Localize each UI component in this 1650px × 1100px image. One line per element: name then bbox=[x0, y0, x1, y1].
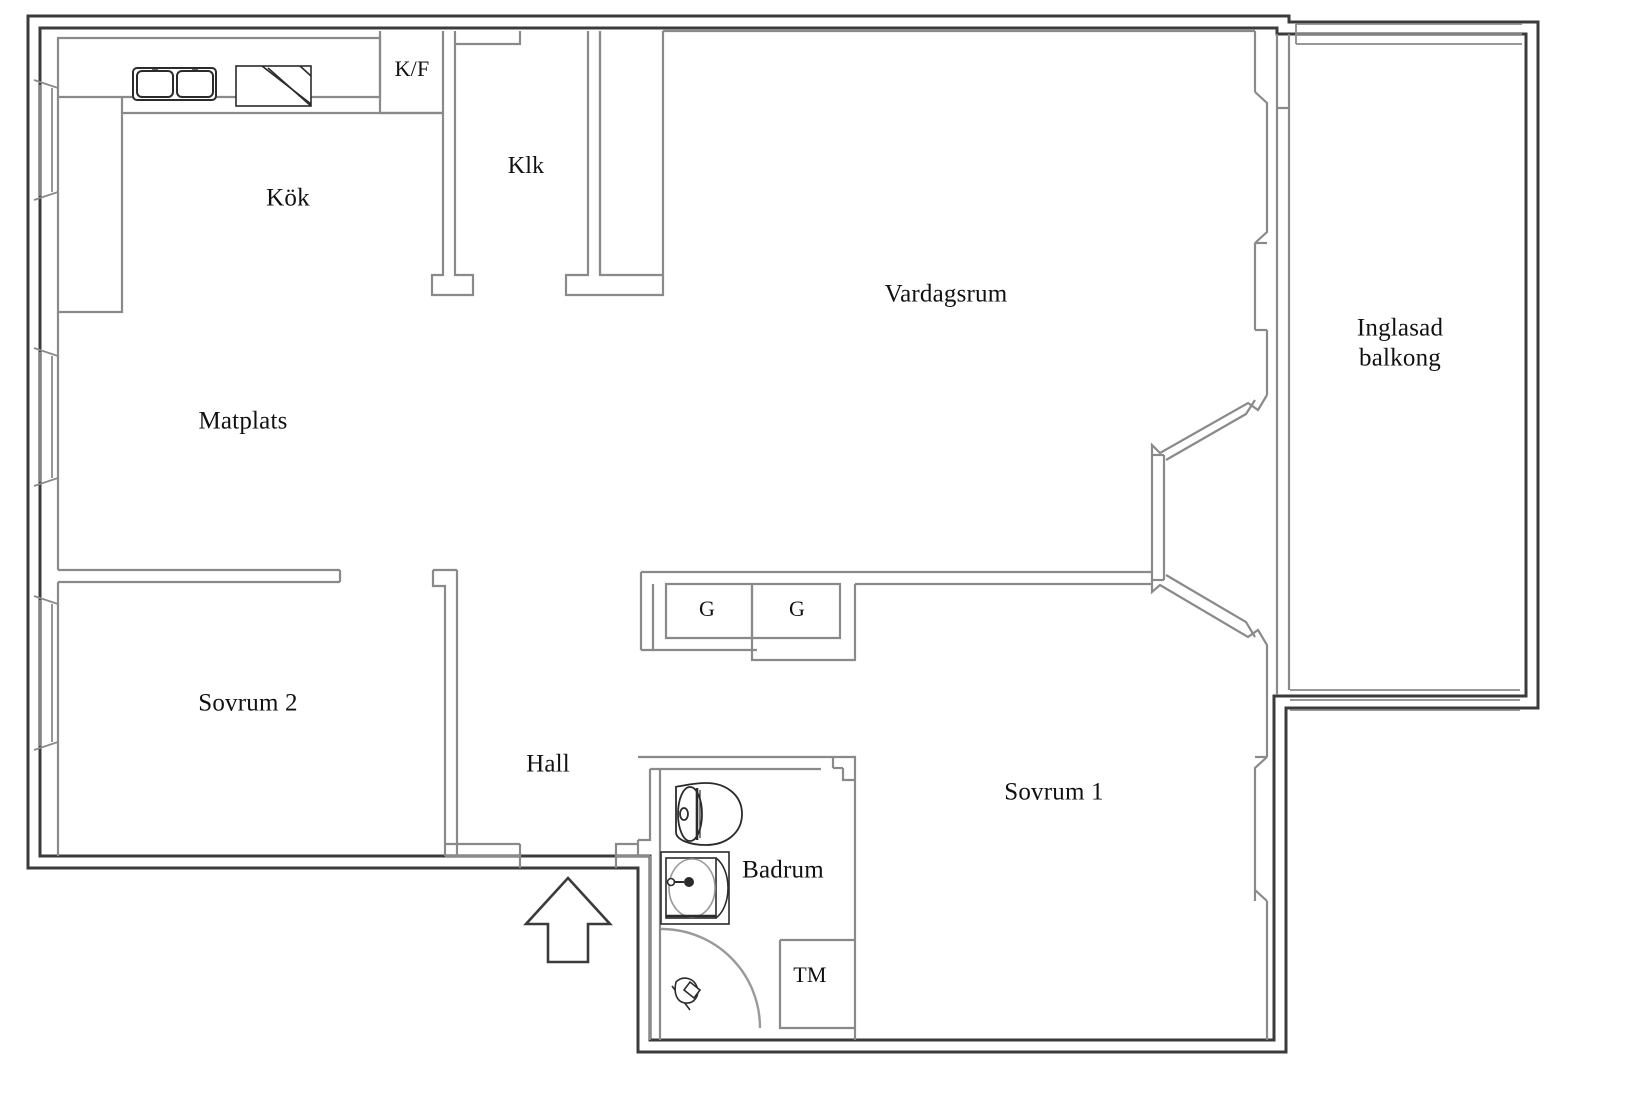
washbasin bbox=[660, 851, 730, 925]
window-left-3 bbox=[33, 595, 59, 751]
window-left-2 bbox=[33, 347, 59, 487]
entrance-arrow bbox=[523, 876, 613, 964]
hall-entry-jamb-left bbox=[457, 854, 522, 868]
tm-box bbox=[778, 940, 855, 1030]
room-label-sovrum-2: Sovrum 2 bbox=[198, 689, 298, 717]
wall-wardrobe-right-edge bbox=[840, 584, 857, 662]
cooktop bbox=[235, 65, 312, 107]
sov1-east-window bbox=[1253, 756, 1268, 902]
wardrobe-label-left: G bbox=[698, 596, 716, 622]
angled-wall-lower-inner bbox=[1165, 574, 1256, 638]
bathroom-fixtures bbox=[660, 782, 762, 1029]
wall-klk-vardagsrum bbox=[564, 31, 665, 297]
room-label-matplats: Matplats bbox=[198, 407, 288, 435]
balcony-west-notch-top bbox=[1275, 34, 1289, 110]
room-label-kok: Kök bbox=[266, 184, 310, 212]
kitchen-counter-outline bbox=[56, 36, 382, 99]
window-balcony-south bbox=[1290, 689, 1520, 711]
exterior-walls bbox=[26, 14, 1540, 1054]
wall-hall-west bbox=[431, 570, 447, 856]
room-label-kf: K/F bbox=[394, 56, 430, 82]
room-label-sovrum-1: Sovrum 1 bbox=[1004, 778, 1104, 806]
shower-mixer bbox=[671, 977, 702, 1011]
windows bbox=[33, 23, 1522, 751]
window-left-1 bbox=[33, 79, 59, 201]
vard-east-window bbox=[1254, 91, 1269, 244]
washing-machine-label: TM bbox=[793, 962, 827, 988]
angled-wall-chain bbox=[1150, 394, 1269, 695]
klk-top-left-jamb bbox=[455, 31, 522, 46]
hall-entry-jamb-right bbox=[614, 842, 638, 868]
double-bowl-sink bbox=[132, 67, 217, 101]
wardrobe-label-right: G bbox=[788, 596, 806, 622]
shower-arc bbox=[660, 927, 762, 1029]
kitchen-fixtures bbox=[132, 65, 312, 107]
wall-kok-klk bbox=[430, 31, 475, 297]
room-label-inglasad-balkong: Inglasad balkong bbox=[1356, 314, 1444, 372]
angled-wall-upper-inner bbox=[1165, 399, 1256, 461]
badrum-west-upper bbox=[638, 769, 652, 842]
sov1-door-jamb bbox=[841, 768, 855, 782]
room-label-badrum: Badrum bbox=[742, 856, 824, 884]
window-balcony-north bbox=[1295, 23, 1522, 45]
room-label-hall: Hall bbox=[526, 750, 570, 778]
toilet bbox=[675, 782, 743, 846]
wardrobe-right-box bbox=[750, 582, 842, 640]
interior-walls bbox=[56, 29, 1291, 1040]
room-label-klk: Klk bbox=[507, 152, 545, 179]
kitchen-lower-counter bbox=[56, 97, 443, 314]
room-label-vardagsrum: Vardagsrum bbox=[884, 280, 1008, 308]
